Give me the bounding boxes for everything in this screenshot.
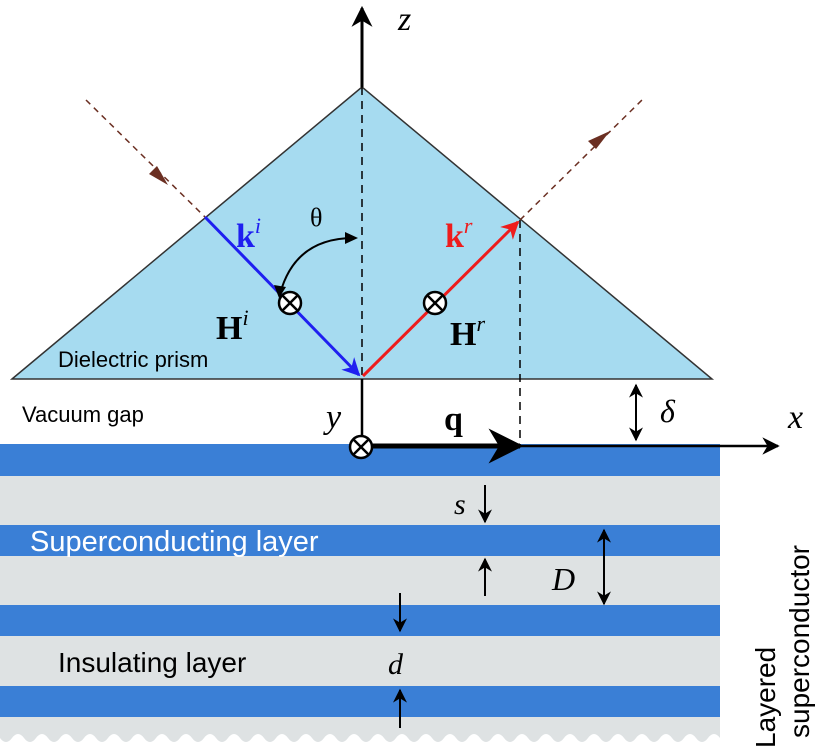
- prism-label: Dielectric prism: [58, 347, 208, 372]
- superconducting-band-4: [0, 686, 720, 717]
- d-period-label: D: [551, 561, 575, 597]
- layered-stack: [0, 444, 720, 752]
- layered-superconductor-label: Layered superconductor: [750, 545, 815, 748]
- superconducting-band-3: [0, 605, 720, 636]
- incident-direction-arrowhead: [149, 166, 168, 185]
- y-axis-into-page-icon: [348, 434, 374, 460]
- theta-arc-arrowhead-top: [345, 232, 358, 244]
- h-incident-label: Hi: [216, 305, 249, 347]
- h-incident-into-page-icon: [277, 290, 303, 316]
- svg-text:superconductor: superconductor: [784, 545, 815, 738]
- theta-arc-arrowhead-bottom: [274, 285, 286, 298]
- h-reflected-into-page-icon: [422, 290, 448, 316]
- theta-label: θ: [310, 203, 322, 232]
- wavy-bottom-edge: [0, 734, 720, 752]
- svg-text:Layered: Layered: [750, 647, 781, 748]
- reflected-direction-arrowhead: [588, 131, 610, 149]
- d-thickness-label: d: [388, 648, 404, 681]
- x-axis-label: x: [787, 399, 803, 436]
- k-incident-label: ki: [236, 213, 261, 255]
- theta-angle-arc: [279, 237, 355, 295]
- reflected-ray-extension: [519, 99, 643, 221]
- z-axis-label: z: [397, 1, 411, 38]
- insulating-layer-label: Insulating layer: [58, 647, 246, 678]
- q-label: q: [444, 401, 463, 438]
- s-label: s: [454, 488, 466, 521]
- k-reflected-label: kr: [445, 213, 473, 255]
- vacuum-gap-label: Vacuum gap: [22, 402, 144, 427]
- y-axis-label: y: [323, 399, 342, 436]
- superconducting-layer-label: Superconducting layer: [30, 526, 319, 558]
- h-reflected-label: Hr: [450, 311, 485, 353]
- delta-label: δ: [660, 393, 676, 429]
- incident-ray-extension: [85, 99, 206, 218]
